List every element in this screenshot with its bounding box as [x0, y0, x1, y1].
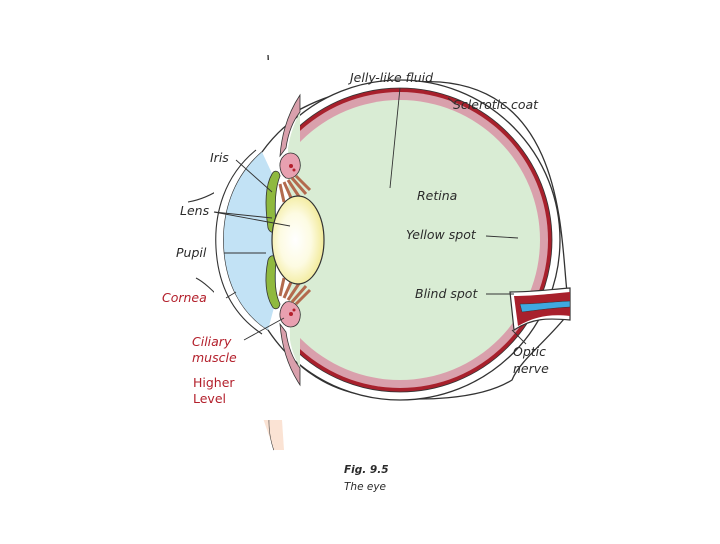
caption-fig-number: Fig. 9.5 — [344, 464, 389, 476]
lens-shape — [272, 196, 324, 284]
label-sclerotic-coat: Sclerotic coat — [453, 97, 539, 112]
label-pupil: Pupil — [176, 245, 207, 260]
label-optic-line1: Optic — [513, 344, 546, 359]
label-optic-line2: nerve — [513, 361, 549, 376]
label-lens: Lens — [180, 203, 210, 218]
label-jelly-fluid: Jelly-like fluid — [347, 70, 433, 85]
label-level-line1: Higher — [193, 375, 235, 390]
label-ciliary-line1: Ciliary — [192, 334, 232, 349]
figure-caption: Fig. 9.5 The eye — [344, 464, 389, 493]
label-blind-spot: Blind spot — [415, 286, 478, 301]
label-yellow-spot: Yellow spot — [406, 227, 477, 242]
label-ciliary-line2: muscle — [192, 350, 237, 365]
label-cornea: Cornea — [162, 290, 207, 305]
label-iris: Iris — [210, 150, 229, 165]
label-level-line2: Level — [193, 391, 226, 406]
caption-title: The eye — [344, 481, 386, 493]
label-retina: Retina — [417, 188, 457, 203]
